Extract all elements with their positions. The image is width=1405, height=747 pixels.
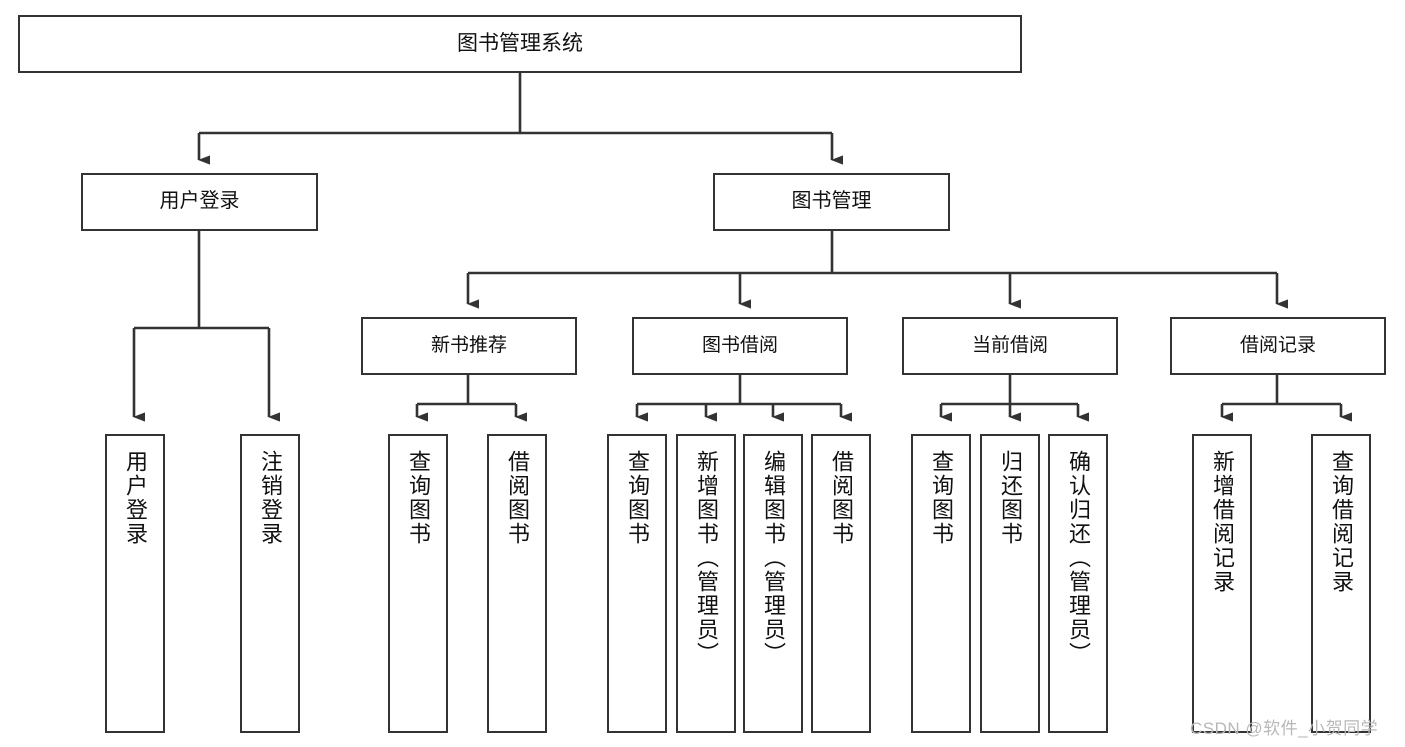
node-leaf-query-record-label: 查询借阅记录 [1329,450,1354,594]
node-leaf-confirm-return[interactable]: 确认归还（管理员） [1048,434,1108,733]
node-root-label: 图书管理系统 [457,31,583,55]
node-leaf-borrow-book-1[interactable]: 借阅图书 [487,434,547,733]
node-borrow-record-label: 借阅记录 [1239,334,1316,356]
watermark: CSDN @软件_小贺同学 [1190,719,1379,738]
node-book-manage-label: 图书管理 [791,190,872,213]
node-leaf-add-record[interactable]: 新增借阅记录 [1192,434,1252,733]
node-borrow-record[interactable]: 借阅记录 [1170,317,1386,375]
node-new-book-rec-label: 新书推荐 [430,334,507,356]
node-new-book-rec[interactable]: 新书推荐 [361,317,577,375]
node-leaf-query-book-2[interactable]: 查询图书 [607,434,667,733]
node-book-manage[interactable]: 图书管理 [713,173,950,231]
node-leaf-logout[interactable]: 注销登录 [240,434,300,733]
node-leaf-query-book-2-label: 查询图书 [625,450,650,546]
node-leaf-return-book-label: 归还图书 [998,450,1023,546]
node-current-borrow[interactable]: 当前借阅 [902,317,1118,375]
node-current-borrow-label: 当前借阅 [971,334,1048,356]
node-book-borrow[interactable]: 图书借阅 [632,317,848,375]
node-leaf-edit-book-label: 编辑图书（管理员） [761,450,786,666]
node-leaf-add-book-label: 新增图书（管理员） [694,450,719,666]
node-leaf-user-login-label: 用户登录 [123,450,148,546]
node-leaf-query-book-1-label: 查询图书 [406,450,431,546]
node-leaf-borrow-book-2[interactable]: 借阅图书 [811,434,871,733]
node-leaf-edit-book[interactable]: 编辑图书（管理员） [743,434,803,733]
node-leaf-query-book-3[interactable]: 查询图书 [911,434,971,733]
node-leaf-query-record[interactable]: 查询借阅记录 [1311,434,1371,733]
node-leaf-borrow-book-1-label: 借阅图书 [505,450,530,546]
node-leaf-add-record-label: 新增借阅记录 [1210,450,1235,594]
node-root[interactable]: 图书管理系统 [18,15,1022,73]
node-user-login[interactable]: 用户登录 [81,173,318,231]
node-leaf-query-book-3-label: 查询图书 [929,450,954,546]
node-book-borrow-label: 图书借阅 [701,334,778,356]
node-leaf-borrow-book-2-label: 借阅图书 [829,450,854,546]
node-leaf-user-login[interactable]: 用户登录 [105,434,165,733]
node-leaf-add-book[interactable]: 新增图书（管理员） [676,434,736,733]
node-user-login-label: 用户登录 [159,190,240,213]
node-leaf-return-book[interactable]: 归还图书 [980,434,1040,733]
node-leaf-query-book-1[interactable]: 查询图书 [388,434,448,733]
node-leaf-confirm-return-label: 确认归还（管理员） [1066,450,1091,666]
node-leaf-logout-label: 注销登录 [258,450,283,546]
